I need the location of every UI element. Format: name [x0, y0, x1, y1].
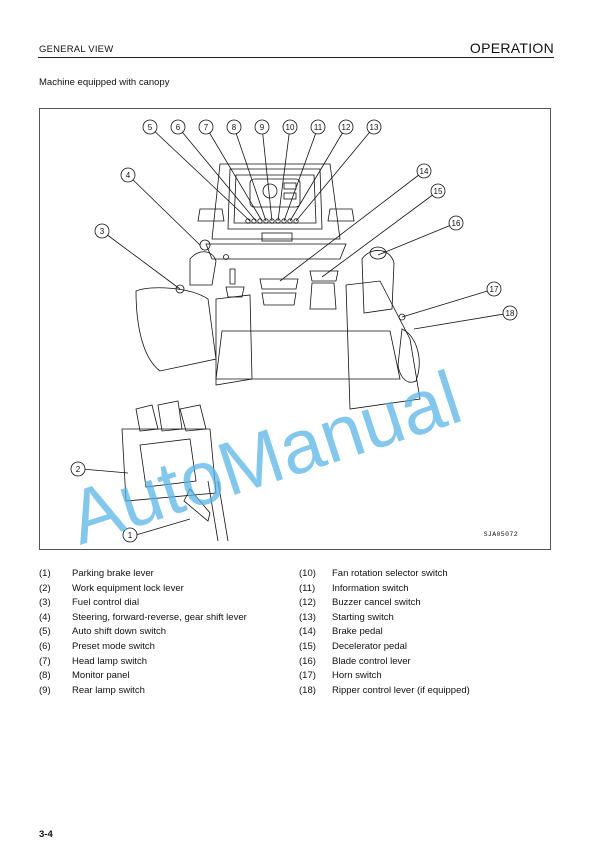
page-number: 3-4 [39, 829, 53, 840]
svg-text:12: 12 [342, 123, 351, 132]
svg-text:8: 8 [232, 123, 237, 132]
svg-text:1: 1 [128, 531, 133, 540]
legend-item: (13)Starting switch [299, 611, 394, 623]
chapter-title: OPERATION [469, 40, 554, 56]
legend-item: (9)Rear lamp switch [39, 684, 145, 696]
legend-item: (14)Brake pedal [299, 626, 383, 638]
callout-10: 10 [282, 119, 298, 135]
svg-text:15: 15 [434, 187, 443, 196]
legend-right-column: (10)Fan rotation selector switch (11)Inf… [299, 567, 470, 698]
svg-text:18: 18 [506, 309, 515, 318]
figure-code: SJA05072 [483, 531, 518, 538]
legend-item: (3)Fuel control dial [39, 597, 140, 609]
svg-text:3: 3 [100, 227, 105, 236]
callout-17: 17 [486, 281, 502, 297]
legend-item: (11)Information switch [299, 582, 409, 594]
callout-2: 2 [70, 461, 86, 477]
callout-14: 14 [416, 163, 432, 179]
svg-text:17: 17 [490, 285, 499, 294]
callout-16: 16 [448, 215, 464, 231]
callout-8: 8 [226, 119, 242, 135]
callout-15: 15 [430, 183, 446, 199]
legend-item: (15)Decelerator pedal [299, 640, 407, 652]
callout-5: 5 [142, 119, 158, 135]
callout-4: 4 [120, 167, 136, 183]
svg-text:4: 4 [126, 171, 131, 180]
svg-text:16: 16 [452, 219, 461, 228]
figure-subtitle: Machine equipped with canopy [39, 77, 170, 88]
svg-text:6: 6 [176, 123, 181, 132]
right-console-drawing [345, 246, 421, 410]
legend-item: (5)Auto shift down switch [39, 626, 166, 638]
callout-9: 9 [254, 119, 270, 135]
legend-item: (6)Preset mode switch [39, 640, 155, 652]
legend-item: (2)Work equipment lock lever [39, 582, 184, 594]
svg-text:9: 9 [260, 123, 265, 132]
side-view-inset-drawing [121, 400, 229, 542]
callout-6: 6 [170, 119, 186, 135]
callout-1: 1 [122, 527, 138, 543]
callout-12: 12 [338, 119, 354, 135]
legend-item: (17)Horn switch [299, 670, 382, 682]
callout-3: 3 [94, 223, 110, 239]
svg-text:10: 10 [286, 123, 295, 132]
svg-text:7: 7 [204, 123, 209, 132]
legend-item: (10)Fan rotation selector switch [299, 568, 448, 579]
dashboard-drawing [197, 163, 355, 260]
callout-7: 7 [198, 119, 214, 135]
callout-18: 18 [502, 305, 518, 321]
cab-illustration [81, 126, 511, 542]
svg-text:5: 5 [148, 123, 153, 132]
legend-item: (12)Buzzer cancel switch [299, 597, 421, 609]
legend-item: (1)Parking brake lever [39, 568, 154, 579]
legend-item: (8)Monitor panel [39, 670, 130, 682]
legend-item: (7)Head lamp switch [39, 655, 147, 667]
header-divider [38, 57, 554, 58]
callout-labels: 5 6 7 8 9 10 11 12 13 4 3 14 15 16 17 18… [70, 119, 518, 543]
legend-item: (4)Steering, forward-reverse, gear shift… [39, 611, 247, 623]
callout-13: 13 [366, 119, 382, 135]
legend-item: (18)Ripper control lever (if equipped) [299, 684, 470, 696]
svg-text:2: 2 [76, 465, 81, 474]
callout-11: 11 [310, 119, 326, 135]
operator-compartment-figure: 5 6 7 8 9 10 11 12 13 4 3 14 15 16 17 18… [39, 108, 551, 550]
svg-text:13: 13 [370, 123, 379, 132]
svg-text:11: 11 [314, 123, 323, 132]
legend-item: (16)Blade control lever [299, 655, 411, 667]
floor-pedals-drawing [215, 268, 401, 380]
callout-markers [81, 126, 511, 536]
section-title: GENERAL VIEW [39, 44, 114, 55]
legend-left-column: (1)Parking brake lever (2)Work equipment… [39, 567, 247, 698]
svg-text:14: 14 [420, 167, 429, 176]
